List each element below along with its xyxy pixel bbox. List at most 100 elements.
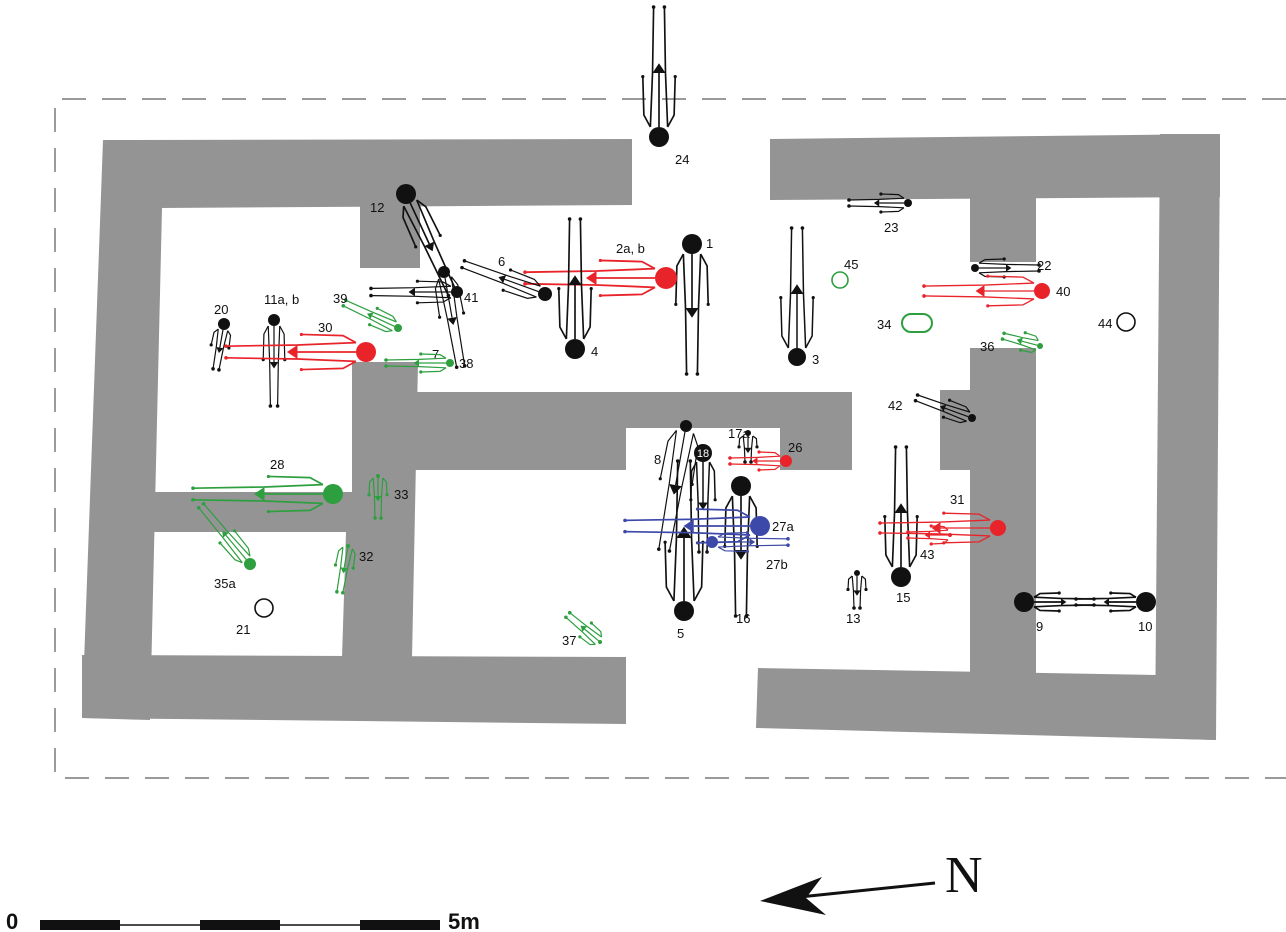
burial-b15: 15 bbox=[883, 445, 919, 605]
skull-b27b bbox=[706, 536, 718, 548]
burial-label-b13: 13 bbox=[846, 611, 860, 626]
burial-b4: 4 bbox=[557, 217, 598, 359]
burial-b20: 20 bbox=[209, 302, 232, 372]
burial-label-b10: 10 bbox=[1138, 619, 1152, 634]
burial-b12: 12 bbox=[370, 184, 459, 298]
skeleton-b40 bbox=[922, 274, 1035, 308]
burial-b6: 6 bbox=[460, 254, 552, 301]
skeleton-b30 bbox=[224, 332, 357, 372]
skull-b36 bbox=[1037, 343, 1043, 349]
burial-label-b30: 30 bbox=[318, 320, 332, 335]
excavation-boundary bbox=[54, 98, 1286, 779]
skull-b22 bbox=[971, 264, 979, 272]
burial-label-b39: 39 bbox=[333, 291, 347, 306]
burial-label-b4: 4 bbox=[591, 344, 598, 359]
skull-b24 bbox=[649, 127, 669, 147]
burial-label-b32: 32 bbox=[359, 549, 373, 564]
burial-b44: 44 bbox=[1098, 312, 1136, 332]
burial-label-b6: 6 bbox=[498, 254, 505, 269]
skull-b23 bbox=[904, 199, 912, 207]
burial-b27b: 27b bbox=[706, 530, 790, 572]
burial-label-b2: 2a, b bbox=[616, 241, 645, 256]
burial-ring-b44 bbox=[1116, 312, 1136, 332]
burial-label-b27b: 27b bbox=[766, 557, 788, 572]
burial-b37: 37 bbox=[562, 610, 603, 648]
skull-b32 bbox=[346, 544, 350, 548]
burial-b40: 40 bbox=[922, 274, 1070, 308]
burial-b33: 33 bbox=[367, 474, 408, 520]
burial-b38: 38 bbox=[384, 352, 473, 374]
skeleton-b8 bbox=[657, 430, 699, 553]
wall-room-divider bbox=[148, 492, 352, 532]
skull-b43 bbox=[948, 533, 952, 537]
burial-b23: 23 bbox=[847, 192, 912, 235]
burial-label-b27a: 27a bbox=[772, 519, 794, 534]
burial-label-b40: 40 bbox=[1056, 284, 1070, 299]
skeleton-b24 bbox=[641, 5, 677, 128]
skeleton-b37 bbox=[564, 610, 603, 646]
wall-central-horizontal bbox=[410, 392, 852, 470]
skeleton-b2 bbox=[523, 258, 656, 298]
burial-label-b17: 17a bbox=[728, 426, 750, 441]
north-label: N bbox=[945, 847, 983, 904]
scale-segment-3 bbox=[200, 920, 280, 930]
skull-b41 bbox=[451, 286, 463, 298]
skull-b26 bbox=[780, 455, 792, 467]
burial-label-b35a: 35a bbox=[214, 576, 236, 591]
burial-b24: 24 bbox=[641, 5, 689, 167]
burial-ring-b34 bbox=[901, 313, 933, 333]
wall-right-outer bbox=[1155, 134, 1220, 740]
burial-b32: 32 bbox=[333, 544, 373, 595]
wall-left-outer bbox=[82, 140, 162, 720]
burial-b13: 13 bbox=[846, 570, 868, 626]
burial-label-b16: 16 bbox=[736, 611, 750, 626]
burial-b42: 42 bbox=[888, 393, 976, 424]
skull-b31 bbox=[990, 520, 1006, 536]
skeleton-b32 bbox=[333, 546, 356, 595]
skeleton-b28 bbox=[191, 474, 324, 514]
burial-b16: 16 bbox=[723, 476, 759, 626]
skull-b3 bbox=[788, 348, 806, 366]
skull-b8 bbox=[680, 420, 692, 432]
skeleton-b10 bbox=[1074, 591, 1137, 613]
burial-b3: 3 bbox=[779, 226, 819, 367]
burial-b35a: 35a bbox=[196, 501, 256, 591]
burial-label-b21: 21 bbox=[236, 622, 250, 637]
skull-b40 bbox=[1034, 283, 1050, 299]
burial-label-b1: 1 bbox=[706, 236, 713, 251]
wall-central-left bbox=[342, 362, 418, 658]
burial-b34: 34 bbox=[877, 313, 933, 333]
skull-b33 bbox=[376, 474, 380, 478]
skull-b1 bbox=[682, 234, 702, 254]
wall-bottom-right bbox=[756, 668, 1216, 740]
burial-b30: 30 bbox=[224, 320, 376, 372]
wall-bottom-left bbox=[82, 655, 626, 724]
skull-b37 bbox=[598, 640, 602, 644]
skeleton-b1 bbox=[674, 253, 710, 376]
skeleton-b20 bbox=[209, 328, 232, 372]
burial-label-b22: 22 bbox=[1037, 258, 1051, 273]
wall-right-step bbox=[940, 390, 975, 470]
burial-b8: 8 bbox=[654, 420, 699, 553]
burial-label-b9: 9 bbox=[1036, 619, 1043, 634]
skull-b20 bbox=[218, 318, 230, 330]
burial-b41: 41 bbox=[369, 279, 478, 305]
burial-label-b3: 3 bbox=[812, 352, 819, 367]
wall-left-top bbox=[103, 139, 632, 208]
north-arrow: N bbox=[760, 847, 983, 915]
skeleton-b4 bbox=[557, 217, 593, 340]
burial-b43: 43 bbox=[906, 524, 952, 562]
skull-b2 bbox=[655, 267, 677, 289]
burial-label-b45: 45 bbox=[844, 257, 858, 272]
skeleton-b35a bbox=[196, 501, 251, 564]
skeleton-b41 bbox=[369, 279, 452, 305]
skeleton-b26 bbox=[728, 450, 781, 472]
wall-right-inner-b bbox=[970, 348, 1036, 678]
skull-b12 bbox=[396, 184, 416, 204]
burial-label-b33: 33 bbox=[394, 487, 408, 502]
skull-b39 bbox=[394, 324, 402, 332]
skeleton-b9 bbox=[1033, 591, 1096, 613]
skeleton-b23 bbox=[847, 192, 905, 214]
skull-b16 bbox=[731, 476, 751, 496]
scale-bar: 0 5m bbox=[6, 909, 480, 932]
